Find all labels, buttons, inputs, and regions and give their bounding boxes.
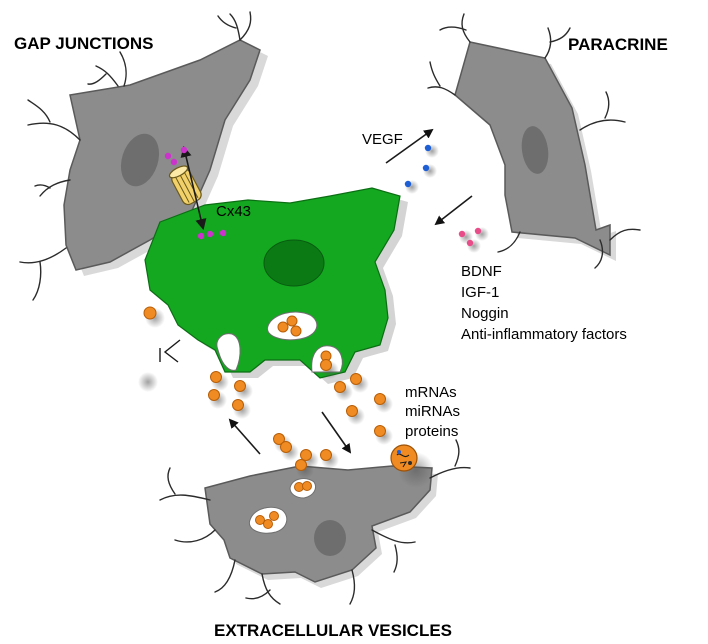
central-green-cell-nucleus bbox=[263, 239, 325, 287]
gap-junction-cell bbox=[19, 11, 268, 301]
ev-arrow-to-target-cell bbox=[321, 411, 352, 454]
gap-junction-cell-processes bbox=[19, 11, 252, 301]
paracrine-cell bbox=[427, 13, 641, 269]
label-igf1: IGF-1 bbox=[461, 284, 499, 301]
cargo-vesicle bbox=[390, 444, 434, 488]
paracrine-cell-nucleus bbox=[521, 126, 549, 174]
gap-junction-molecules bbox=[164, 146, 227, 240]
central-green-cell-body bbox=[144, 187, 401, 379]
label-cx43: Cx43 bbox=[216, 203, 251, 220]
ev-target-cell bbox=[159, 439, 471, 605]
label-vegf: VEGF bbox=[362, 131, 403, 148]
ev-arrow-to-green-cell bbox=[228, 418, 261, 455]
label-mirnas: miRNAs bbox=[405, 403, 460, 420]
vegf-arrow bbox=[385, 128, 434, 164]
ev-target-cell-internal-vesicles bbox=[255, 511, 279, 529]
uptake-vesicle bbox=[302, 481, 312, 491]
ev-target-cell-body bbox=[204, 465, 433, 583]
label-noggin: Noggin bbox=[461, 305, 509, 322]
gap-junction-cell-nucleus bbox=[120, 133, 160, 187]
label-mrnas: mRNAs bbox=[405, 384, 457, 401]
paracrine-cell-processes bbox=[427, 13, 641, 269]
vegf-vesicles bbox=[404, 144, 439, 194]
cx43-bidirectional-arrow bbox=[180, 145, 207, 231]
central-green-cell bbox=[144, 187, 408, 384]
label-proteins: proteins bbox=[405, 423, 458, 440]
ev-target-cell-processes bbox=[159, 439, 471, 605]
label-extracellular-vesicles: EXTRACELLULAR VESICLES bbox=[214, 621, 452, 640]
paracrine-factor-arrow bbox=[434, 195, 473, 226]
label-bdnf: BDNF bbox=[461, 263, 502, 280]
label-anti-inflammatory: Anti-inflammatory factors bbox=[461, 326, 627, 343]
green-cell-release-pocket-left bbox=[216, 333, 241, 371]
paracrine-factor-vesicles bbox=[458, 227, 489, 253]
ev-target-cell-nucleus bbox=[314, 520, 346, 556]
label-paracrine: PARACRINE bbox=[568, 35, 668, 54]
inhibition-symbol bbox=[159, 339, 181, 363]
label-gap-junctions: GAP JUNCTIONS bbox=[14, 34, 154, 53]
extracellular-vesicles bbox=[138, 306, 393, 479]
green-cell-internal-vesicles bbox=[277, 315, 302, 337]
cx43-channel bbox=[168, 145, 207, 231]
